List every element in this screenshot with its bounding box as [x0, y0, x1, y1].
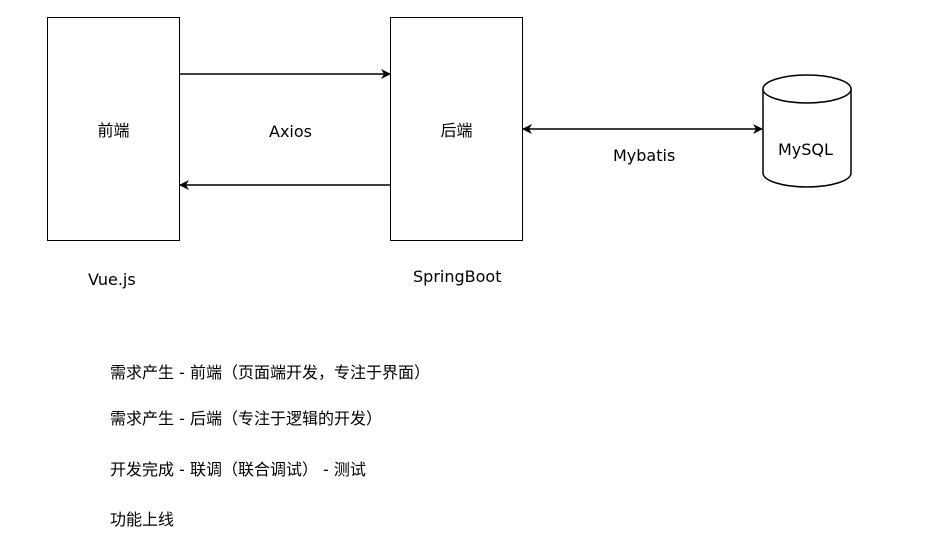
backend-caption: SpringBoot: [413, 267, 502, 286]
note-1: 需求产生 - 前端（页面端开发，专注于界面）: [110, 363, 430, 382]
database-label: MySQL: [778, 140, 833, 159]
frontend-label: 前端: [97, 121, 130, 140]
backend-label: 后端: [440, 121, 473, 140]
axios-label: Axios: [269, 122, 312, 141]
note-2: 需求产生 - 后端（专注于逻辑的开发）: [110, 409, 382, 428]
note-3: 开发完成 - 联调（联合调试） - 测试: [110, 460, 366, 479]
frontend-box: 前端: [47, 17, 180, 241]
backend-box: 后端: [390, 17, 523, 241]
mybatis-label: Mybatis: [613, 146, 676, 165]
frontend-caption: Vue.js: [88, 270, 136, 289]
note-4: 功能上线: [110, 510, 175, 529]
database-cylinder: [762, 74, 852, 188]
